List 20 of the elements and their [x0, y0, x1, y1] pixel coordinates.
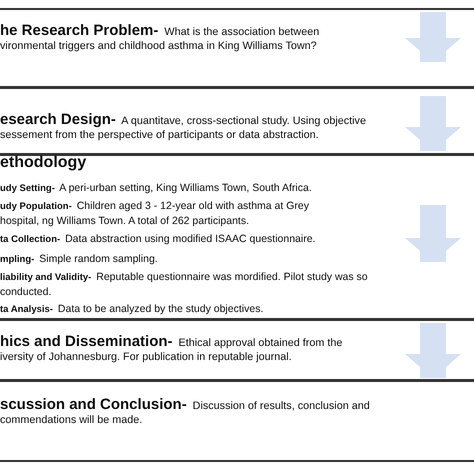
list-item: ta Analysis- Data to be analyzed by the study objectives. [0, 302, 264, 317]
section-text: hics and Dissemination- Ethical approval obtained from the iversity of Johannesburg. For publication in reputable journal. [0, 335, 344, 364]
section-box [0, 8, 474, 88]
list-item: mpling- Simple random sampling. [0, 252, 159, 267]
list-item: ta Collection- Data abstraction using modified ISAAC questionnaire. [0, 232, 316, 247]
section-box [0, 87, 474, 155]
block-arrow [405, 12, 461, 62]
list-item: udy Setting- A peri-urban setting, King Williams Town, South Africa. [0, 181, 313, 196]
section-text: he Research Problem- What is the association between vironmental triggers and childhood asthma in King Williams Town? [0, 24, 320, 53]
block-arrow [405, 205, 461, 262]
section-box [0, 154, 474, 320]
section-text: scussion and Conclusion- Discussion of results, conclusion and commendations will be made. [0, 398, 370, 427]
list-item: liability and Validity- Reputable questionnaire was mordified. Pilot study was so conducted. [0, 270, 369, 299]
section-text: esearch Design- A quantitave, cross-sectional study. Using objective sessement from the perspective of participants or data abstraction. [0, 113, 367, 142]
block-arrow [405, 96, 461, 151]
block-arrow [405, 323, 461, 378]
list-item: udy Population- Children aged 3 - 12-year old with asthma at Grey hospital, ng Williams Town. A total of 262 participants. [0, 199, 310, 228]
section-heading: ethodology [0, 156, 88, 170]
section-box [0, 319, 474, 381]
section-box [0, 380, 474, 462]
